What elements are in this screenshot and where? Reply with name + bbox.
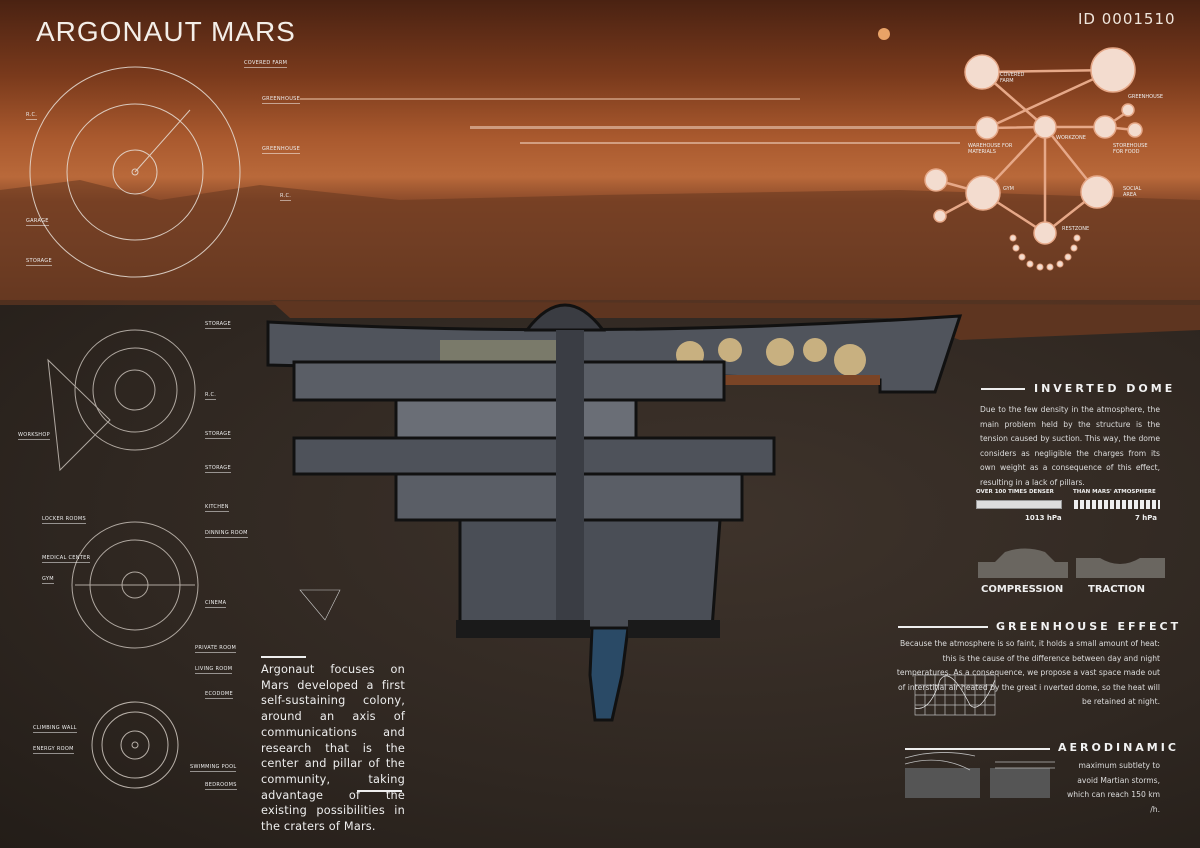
inverted-dome-heading: INVERTED DOME xyxy=(1034,382,1176,395)
plan-label: SWIMMING POOL xyxy=(190,764,237,772)
floor-plans xyxy=(29,66,241,789)
mars-pressure-bar xyxy=(1074,500,1160,509)
bubble-label: SOCIAL AREA xyxy=(1123,186,1142,198)
cloud-streaks xyxy=(300,98,990,144)
plan-level-1 xyxy=(29,66,241,278)
bubble-label: STOREHOUSE FOR FOOD xyxy=(1113,143,1148,155)
divider xyxy=(898,626,988,628)
compression-diagram xyxy=(978,548,1068,578)
greenhouse-effect-text: Because the atmosphere is so faint, it h… xyxy=(896,639,1160,707)
anchor-sketch xyxy=(299,589,341,621)
poster-title: ARGONAUT MARS xyxy=(36,16,296,47)
plan-label: BEDROOMS xyxy=(205,782,237,790)
intro-text: Argonaut focuses on Mars developed a fir… xyxy=(261,663,405,834)
program-bubble-diagram xyxy=(924,47,1143,271)
earth-pressure-value: 1013 hPa xyxy=(1025,514,1062,522)
plan-label: R.C. xyxy=(205,392,217,400)
plan-label: STORAGE xyxy=(205,321,231,329)
plan-label: GYM xyxy=(42,576,54,584)
plan-label: LOCKER ROOMS xyxy=(42,516,86,524)
aerodinamic-heading: AERODINAMIC xyxy=(1058,741,1179,754)
plan-level-3 xyxy=(71,521,199,649)
divider xyxy=(261,656,306,658)
aerodynamic-diagram xyxy=(904,752,1055,798)
divider xyxy=(905,748,1050,750)
plan-label: STORAGE xyxy=(26,258,52,266)
aerodinamic-text: maximum subtlety to avoid Martian storms… xyxy=(1067,761,1160,814)
plan-level-4 xyxy=(91,701,179,789)
bubble-label: RESTZONE xyxy=(1062,226,1090,232)
plan-label: MEDICAL CENTER xyxy=(42,555,91,563)
traction-label: TRACTION xyxy=(1088,584,1146,595)
plan-label: DINNING ROOM xyxy=(205,530,248,538)
plan-label: ECODOME xyxy=(205,691,233,699)
pressure-label-mars: THAN MARS' ATMOSPHERE xyxy=(1073,489,1156,495)
greenhouse-effect-heading: GREENHOUSE EFFECT xyxy=(996,620,1182,633)
earth-pressure-bar xyxy=(976,500,1062,509)
compression-label: COMPRESSION xyxy=(981,584,1064,595)
divider xyxy=(981,388,1025,390)
sun xyxy=(878,28,890,40)
plan-label: R.C. xyxy=(280,193,292,201)
plan-label: CLIMBING WALL xyxy=(33,725,77,733)
plan-label: GARAGE xyxy=(26,218,49,226)
plan-label: LIVING ROOM xyxy=(195,666,233,674)
bubble-label: GREENHOUSE xyxy=(1128,94,1164,100)
plan-label: CINEMA xyxy=(205,600,227,608)
inverted-dome-text: Due to the few density in the atmosphere… xyxy=(980,405,1160,487)
plan-level-2 xyxy=(47,329,196,472)
divider xyxy=(357,790,402,792)
bubble-label: WAREHOUSE FOR MATERIALS xyxy=(968,143,1013,155)
plan-label: GREENHOUSE xyxy=(262,146,301,154)
bubble-label: WORKZONE xyxy=(1056,135,1086,141)
plan-label: COVERED FARM xyxy=(244,60,288,68)
plan-label: ENERGY ROOM xyxy=(33,746,74,754)
plan-label: PRIVATE ROOM xyxy=(195,645,237,653)
traction-diagram xyxy=(1076,558,1165,578)
pressure-label-earth: OVER 100 TIMES DENSER xyxy=(976,489,1054,495)
plan-label: GREENHOUSE xyxy=(262,96,301,104)
building-section xyxy=(266,303,963,722)
bubble-label: COVERED FARM xyxy=(1000,72,1025,84)
entry-id: ID 0001510 xyxy=(1078,10,1176,28)
plan-label: R.C. xyxy=(26,112,38,120)
temperature-chart-sketch xyxy=(914,674,996,716)
bubble-label: GYM xyxy=(1003,186,1014,192)
plan-label: KITCHEN xyxy=(205,504,229,512)
plan-label: WORKSHOP xyxy=(18,432,50,440)
plan-label: STORAGE xyxy=(205,465,231,473)
mars-pressure-value: 7 hPa xyxy=(1135,514,1157,522)
plan-label: STORAGE xyxy=(205,431,231,439)
